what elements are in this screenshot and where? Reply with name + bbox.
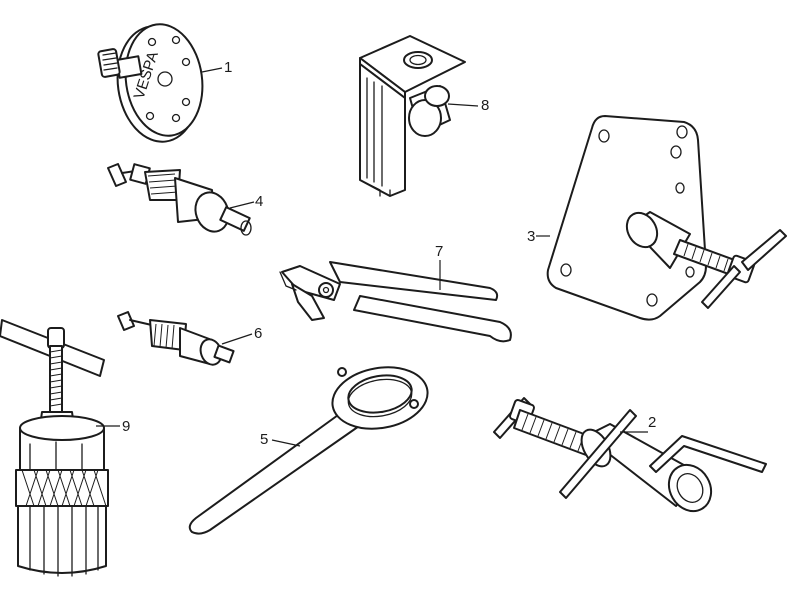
tool-6-small-extractor: 6 <box>117 311 262 366</box>
callout-8: 8 <box>481 97 489 114</box>
tool-7-snap-ring-pliers: 7 <box>279 243 512 343</box>
callout-6: 6 <box>254 325 262 342</box>
callout-7: 7 <box>435 243 443 260</box>
callout-3: 3 <box>527 228 535 245</box>
callout-1: 1 <box>224 59 232 76</box>
tool-1-flywheel-puller: VESPA 1 <box>97 23 232 143</box>
tool-4-bearing-extractor: 4 <box>107 163 263 236</box>
tool-2-tube-puller: 2 <box>493 397 767 513</box>
tool-8-support-bracket: 8 <box>359 35 489 197</box>
callout-9: 9 <box>122 418 130 435</box>
tool-3-plate-with-t-screw: 3 <box>527 115 787 321</box>
tool-5-ring-wrench: 5 <box>188 366 429 535</box>
callout-2: 2 <box>648 414 656 431</box>
callout-5: 5 <box>260 431 268 448</box>
callout-4: 4 <box>255 193 263 210</box>
tool-9-bearing-puller-cup: 9 <box>0 319 130 577</box>
